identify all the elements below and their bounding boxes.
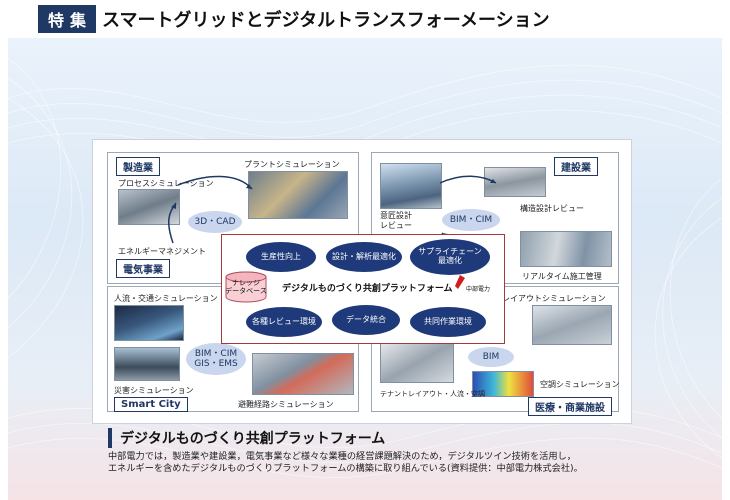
construction-label: 建設業: [554, 157, 598, 176]
evacuation-simulation-image: [252, 353, 354, 395]
bim-oval: BIM: [468, 347, 514, 367]
tenant-layout-label: テナントレイアウト・人流・空調: [380, 390, 485, 398]
structural-review-label: 構造設計レビュー: [520, 204, 584, 213]
platform-box: 生産性向上 設計・解析最適化 サプライチェーン 最適化 ナレッジ データベース …: [221, 234, 505, 344]
manufacturing-panel: 製造業 プラントシミュレーション プロセスシミュレーション 3D・CAD エネル…: [107, 152, 359, 284]
realtime-construction-image: [520, 231, 612, 267]
platform-diagram: 製造業 プラントシミュレーション プロセスシミュレーション 3D・CAD エネル…: [92, 139, 632, 424]
plant-simulation-image: [248, 171, 348, 219]
feature-tag: 特集: [38, 5, 97, 33]
caption-text: 中部電力では，製造業や建設業，電気事業など様々な業種の経営課題解決のため，デジタ…: [108, 451, 628, 476]
bed-layout-image: [532, 305, 612, 345]
tenant-layout-image: [380, 343, 454, 383]
disaster-simulation-image: [114, 347, 180, 381]
process-simulation-label: プロセスシミュレーション: [118, 179, 214, 188]
caption-title: デジタルものづくり共創プラットフォーム: [108, 428, 628, 448]
electric-business-label: 電気事業: [116, 259, 170, 278]
smart-city-label: Smart City: [114, 397, 188, 412]
design-optimization-pill: 設計・解析最適化: [326, 242, 402, 272]
bim-gis-oval: BIM・CIM GIS・EMS: [186, 343, 246, 375]
aircon-simulation-image: [472, 371, 534, 397]
knowledge-database-label: ナレッジ データベース: [225, 279, 267, 295]
chubu-logo-icon: [455, 275, 465, 289]
building-design-image: [380, 163, 442, 209]
knowledge-database-icon: [225, 271, 267, 303]
cad-oval: 3D・CAD: [188, 211, 242, 233]
caption-line-1: 中部電力では，製造業や建設業，電気事業など様々な業種の経営課題解決のため，デジタ…: [108, 451, 576, 462]
traffic-simulation-label: 人流・交通シミュレーション: [114, 294, 218, 303]
data-integration-pill: データ統合: [332, 305, 400, 335]
manufacturing-label: 製造業: [116, 157, 160, 176]
aircon-simulation-label: 空調シミュレーション: [540, 380, 620, 389]
page-title: スマートグリッドとデジタルトランスフォーメーション: [102, 10, 550, 31]
bim-cim-oval: BIM・CIM: [442, 209, 500, 231]
review-environment-pill: 各種レビュー環境: [246, 307, 322, 337]
plant-simulation-label: プラントシミュレーション: [244, 160, 340, 169]
design-review-label: 意匠設計 レビュー: [380, 211, 412, 230]
bed-layout-simulation-label: 病床レイアウトシミュレーション: [486, 294, 606, 303]
caption-line-2: エネルギーを含めたデジタルものづくりプラットフォームの構築に取り組んでいる(資料…: [108, 463, 583, 475]
chubu-electric-label: 中部電力: [466, 286, 491, 293]
traffic-simulation-image: [114, 305, 184, 341]
productivity-pill: 生産性向上: [246, 242, 316, 272]
disaster-simulation-label: 災害シミュレーション: [114, 386, 194, 395]
evacuation-simulation-label: 避難経路シミュレーション: [238, 400, 334, 409]
energy-management-label: エネルギーマネジメント: [118, 247, 206, 256]
collaboration-pill: 共同作業環境: [410, 307, 486, 337]
platform-title: デジタルものづくり共創プラットフォーム: [282, 284, 453, 294]
header: 特集 スマートグリッドとデジタルトランスフォーメーション: [38, 5, 550, 33]
realtime-construction-label: リアルタイム施工管理: [522, 272, 602, 281]
caption-section: デジタルものづくり共創プラットフォーム 中部電力では，製造業や建設業，電気事業な…: [108, 428, 628, 476]
medical-commercial-label: 医療・商業施設: [528, 397, 612, 416]
supply-chain-pill: サプライチェーン 最適化: [410, 239, 490, 275]
process-simulation-image: [118, 189, 180, 225]
cycle-arrow-graphic: [168, 175, 253, 244]
